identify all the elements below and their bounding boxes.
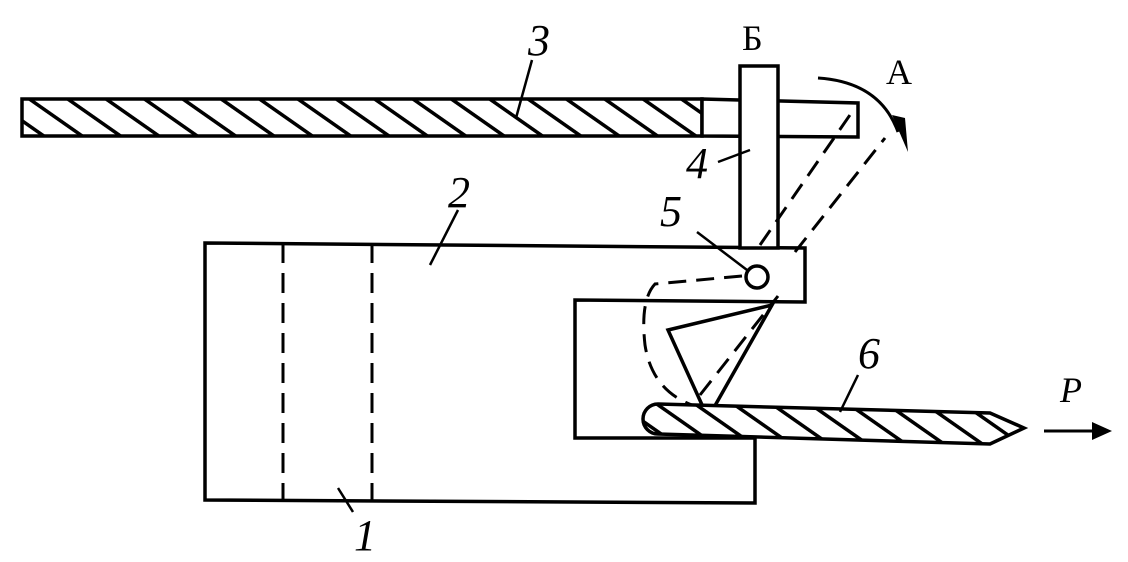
label-2: 2: [448, 168, 470, 217]
pawl: [665, 302, 776, 422]
leader-2: [428, 209, 460, 266]
leader-6: [838, 374, 860, 413]
leader-5: [696, 231, 748, 271]
lever-alt-position: [642, 111, 887, 407]
lever-4: [738, 64, 780, 250]
label-6: 6: [858, 329, 880, 378]
force-arrow-p: [1044, 422, 1112, 440]
leader-1: [336, 487, 355, 513]
label-5: 5: [660, 187, 682, 236]
leader-3: [514, 59, 534, 119]
rotation-arrow-a: [817, 76, 908, 152]
leader-4: [717, 148, 751, 164]
pivot-pin-5: [744, 264, 770, 290]
label-a: А: [886, 52, 912, 92]
label-1: 1: [354, 511, 376, 560]
rod-6: [641, 402, 1029, 446]
body-1-2: [203, 241, 807, 505]
label-b: Б: [742, 18, 763, 58]
leader-lines: [336, 59, 860, 513]
label-3: 3: [527, 16, 550, 65]
label-4: 4: [686, 139, 708, 188]
label-p: Р: [1059, 370, 1082, 410]
bar-3: [20, 97, 860, 139]
